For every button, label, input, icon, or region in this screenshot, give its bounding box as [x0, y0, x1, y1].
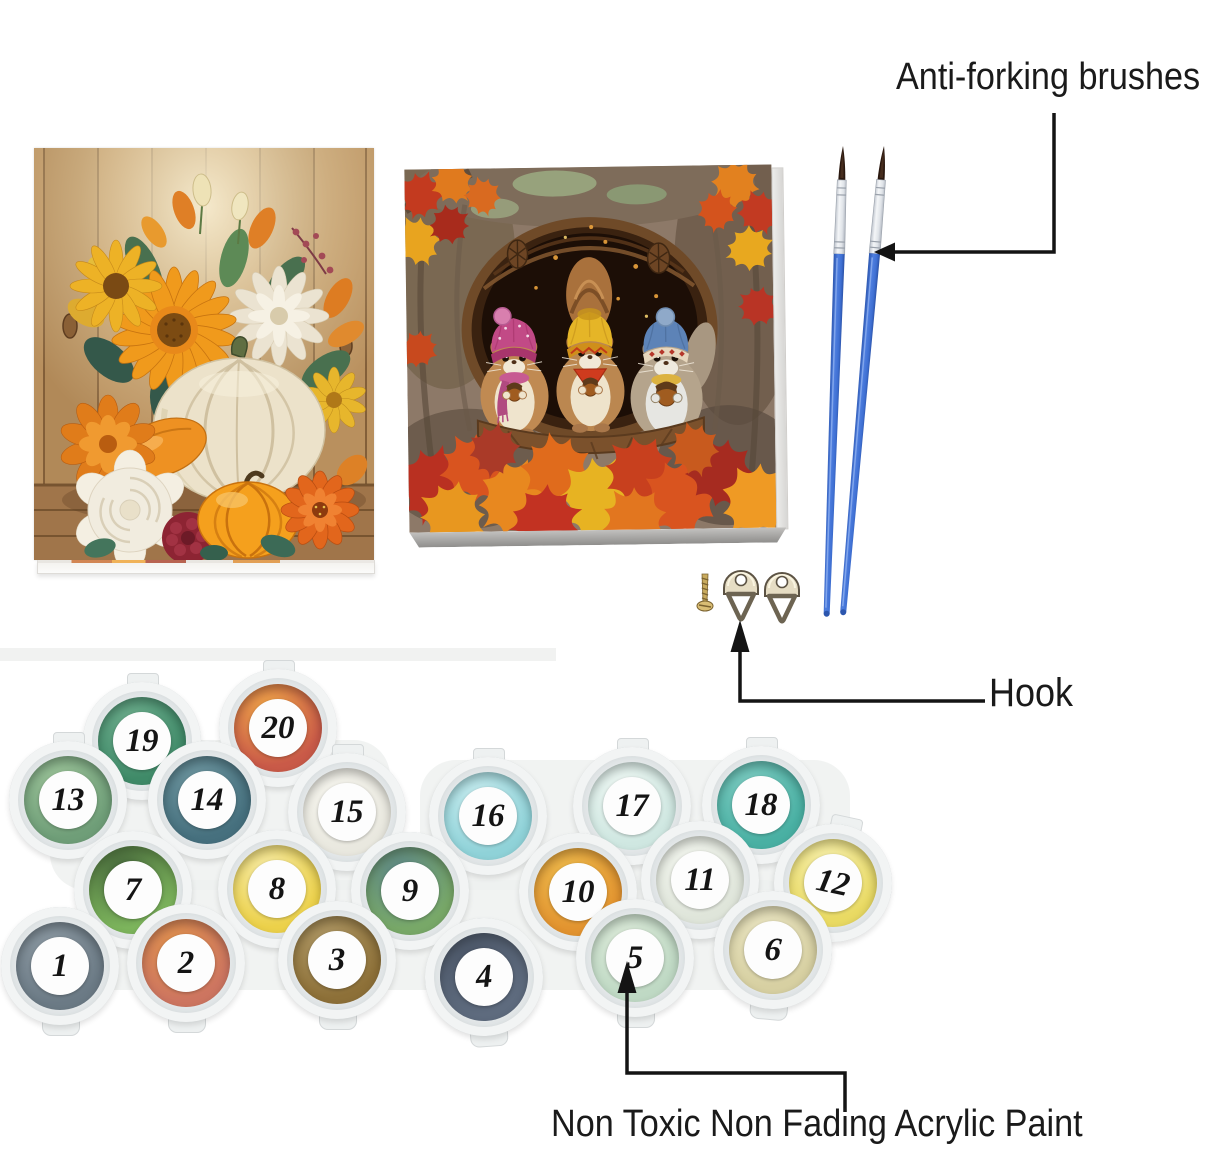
- pinecone: [506, 239, 671, 274]
- squirrel-right: [630, 307, 703, 442]
- pot-number-label: 18: [732, 776, 790, 834]
- pot-number-label: 3: [308, 931, 366, 989]
- hanging-hardware: [696, 568, 810, 643]
- canvas-autumn-bouquet: [34, 148, 375, 574]
- squirrel-middle: [556, 308, 625, 433]
- squirrels-painting: [404, 164, 777, 533]
- canvas-squirrels: [404, 164, 789, 551]
- orange-zinnia: [280, 470, 360, 550]
- pot-number-label: 9: [381, 862, 439, 920]
- paint-pot-1: 1: [1, 907, 119, 1036]
- paint-pot-2: 2: [127, 904, 245, 1033]
- screw-icon: [696, 573, 714, 612]
- paint-pot-5: 5: [576, 899, 694, 1028]
- paint-brushes: [820, 144, 891, 618]
- paint-pot-13: 13: [9, 732, 127, 859]
- paint-pot-6: 6: [709, 886, 837, 1014]
- squirrel-left: [480, 307, 549, 438]
- orange-marigold: [60, 394, 156, 494]
- small-daisy: [69, 239, 163, 333]
- orange-daisy: [111, 266, 237, 394]
- paint-annotation-label: Non Toxic Non Fading Acrylic Paint: [551, 1103, 1083, 1145]
- pot-number-label: 1: [31, 937, 89, 995]
- paint-pot-3: 3: [278, 901, 396, 1030]
- d-ring-hook-icon: [724, 571, 758, 619]
- backdrop-seam: [0, 648, 556, 661]
- canvas-edge: [37, 560, 375, 574]
- pot-number-label: 15: [318, 783, 376, 841]
- brush-1: [820, 145, 850, 618]
- pot-number-label: 8: [248, 860, 306, 918]
- rosebuds: [192, 173, 249, 245]
- paint-pot-17: 17: [573, 738, 691, 865]
- pot-number-label: 13: [39, 771, 97, 829]
- berry-sprig: [291, 227, 334, 275]
- pot-number-label: 16: [459, 787, 517, 845]
- pot-number-label: 17: [603, 777, 661, 835]
- paint-pot-4: 4: [421, 914, 547, 1040]
- pot-number-label: 19: [113, 712, 171, 770]
- autumn-bouquet-painting: [34, 148, 374, 560]
- pot-number-label: 14: [178, 771, 236, 829]
- brushes-arrow: [894, 113, 1056, 254]
- brushes-annotation-label: Anti-forking brushes: [896, 56, 1201, 98]
- bottom-leaves: [84, 534, 296, 560]
- pot-number-label: 7: [104, 861, 162, 919]
- hook-arrow: [738, 650, 985, 703]
- pot-number-label: 5: [606, 929, 664, 987]
- pot-number-label: 2: [157, 934, 215, 992]
- hook-annotation-label: Hook: [989, 671, 1074, 715]
- d-ring-hook-icon: [765, 573, 799, 621]
- white-chrysanthemum: [228, 265, 330, 367]
- pot-number-label: 20: [249, 699, 307, 757]
